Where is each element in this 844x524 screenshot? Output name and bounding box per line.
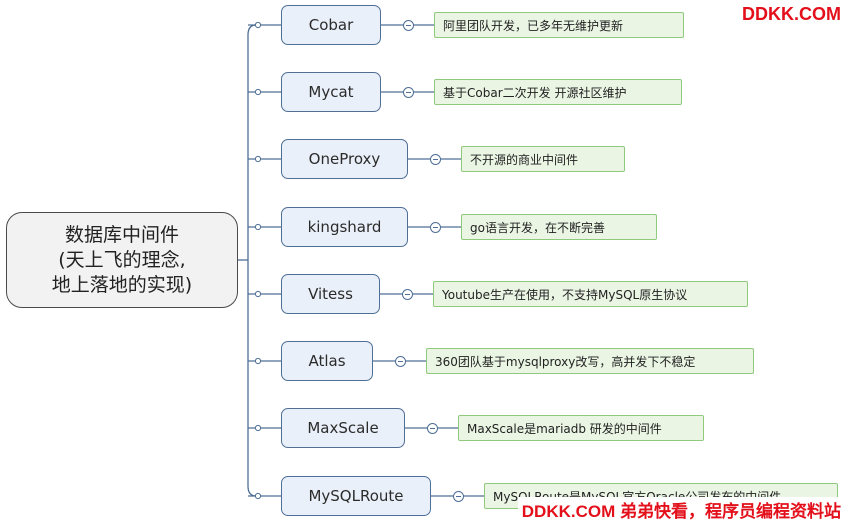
note-maxscale[interactable]: MaxScale是mariadb 研发的中间件 [458,415,704,441]
connector-dot [254,290,262,298]
connector-dot [254,357,262,365]
note-oneproxy[interactable]: 不开源的商业中间件 [461,146,625,172]
collapse-toggle-icon[interactable] [401,288,413,300]
collapse-toggle-icon[interactable] [426,422,438,434]
connector-dot [254,88,262,96]
note-kingshard[interactable]: go语言开发，在不断完善 [461,214,657,240]
root-topic-line-3: 地上落地的实现) [51,273,193,296]
connector-dot [254,155,262,163]
collapse-toggle-icon[interactable] [402,19,414,31]
branch-node-kingshard[interactable]: kingshard [281,207,408,247]
connector-dot [254,492,262,500]
collapse-toggle-icon[interactable] [429,221,441,233]
root-topic-line-2: (天上飞的理念, [58,248,186,271]
root-topic-line-1: 数据库中间件 [64,223,179,246]
watermark-top: DDKK.COM [742,4,841,24]
branch-node-cobar[interactable]: Cobar [281,5,381,45]
branch-node-vitess[interactable]: Vitess [281,274,380,314]
connector-dot [254,223,262,231]
collapse-toggle-icon[interactable] [429,153,441,165]
branch-node-maxscale[interactable]: MaxScale [281,408,405,448]
branch-node-atlas[interactable]: Atlas [281,341,373,381]
collapse-toggle-icon[interactable] [452,490,464,502]
connector-dot [254,424,262,432]
collapse-toggle-icon[interactable] [402,86,414,98]
root-topic[interactable]: 数据库中间件 (天上飞的理念, 地上落地的实现) [6,212,238,308]
connector-dot [254,21,262,29]
note-vitess[interactable]: Youtube生产在使用，不支持MySQL原生协议 [433,281,748,307]
collapse-toggle-icon[interactable] [394,355,406,367]
branch-node-mycat[interactable]: Mycat [281,72,381,112]
note-atlas[interactable]: 360团队基于mysqlproxy改写，高并发下不稳定 [426,348,754,374]
branch-node-oneproxy[interactable]: OneProxy [281,139,408,179]
note-cobar[interactable]: 阿里团队开发，已多年无维护更新 [434,12,684,38]
trunk-line [247,24,257,497]
note-mycat[interactable]: 基于Cobar二次开发 开源社区维护 [434,79,682,105]
watermark-bottom: DDKK.COM 弟弟快看，程序员编程资料站 [517,497,841,522]
branch-node-mysqlroute[interactable]: MySQLRoute [281,476,431,516]
